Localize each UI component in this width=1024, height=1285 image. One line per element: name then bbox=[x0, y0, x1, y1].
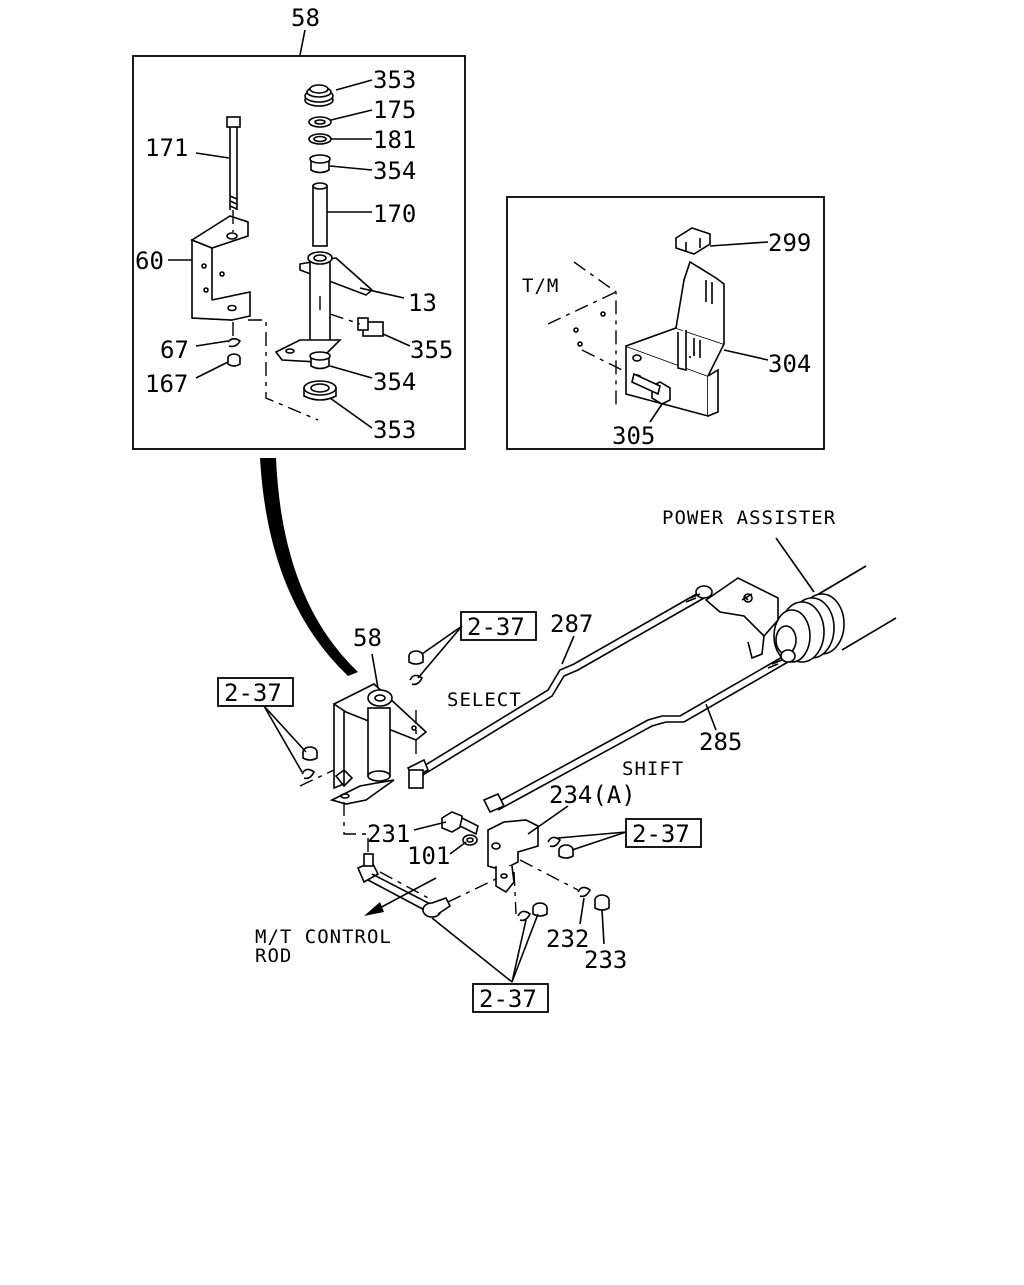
label-305: 305 bbox=[612, 422, 655, 450]
label-58-main: 58 bbox=[353, 624, 382, 652]
clip-lower bbox=[517, 910, 532, 922]
dash-lever-down bbox=[343, 802, 369, 856]
detail-58-frame bbox=[132, 55, 466, 450]
label-355: 355 bbox=[410, 336, 453, 364]
nut-upper-mid bbox=[408, 650, 424, 665]
bolt-171 bbox=[226, 116, 241, 210]
ref-box-1 bbox=[460, 611, 537, 641]
mt-control-label-2: ROD bbox=[255, 945, 292, 967]
nut-upper-left bbox=[302, 746, 318, 761]
nut-233 bbox=[594, 894, 610, 911]
mt-control-label-1: M/T CONTROL bbox=[255, 926, 392, 948]
label-171: 171 bbox=[145, 134, 188, 162]
bushing-354-top bbox=[309, 154, 331, 174]
detail-58-group: 58 bbox=[132, 4, 466, 450]
detail-tm-frame bbox=[506, 196, 825, 450]
ref-box-2 bbox=[217, 677, 294, 707]
ref-label-2: 2-37 bbox=[224, 679, 282, 707]
label-101: 101 bbox=[407, 842, 450, 870]
dash-bottom bbox=[248, 319, 319, 421]
dash-232 bbox=[519, 859, 579, 891]
nut-167 bbox=[227, 353, 241, 367]
select-label: SELECT bbox=[447, 689, 522, 711]
bolt-305 bbox=[631, 372, 671, 405]
label-304: 304 bbox=[768, 350, 811, 378]
clip-299 bbox=[675, 227, 711, 255]
clip-upper-mid bbox=[409, 674, 424, 686]
cable-285 bbox=[482, 649, 796, 814]
ref-box-3 bbox=[625, 818, 702, 848]
label-181: 181 bbox=[373, 126, 416, 154]
dash-pin bbox=[447, 877, 499, 903]
power-assister-bracket bbox=[704, 577, 779, 660]
bushing-354-bottom bbox=[309, 351, 331, 370]
main-assembly: POWER ASSISTER SELECT SHIFT M/T CONTROL … bbox=[217, 507, 897, 1013]
detail-pointer-arrow bbox=[260, 458, 358, 676]
detail-tm-group: T/M 299 bbox=[506, 196, 825, 450]
washer-175 bbox=[308, 116, 332, 128]
ref-label-1: 2-37 bbox=[467, 613, 525, 641]
label-13: 13 bbox=[408, 289, 437, 317]
bolt-231 bbox=[441, 811, 479, 836]
lever-58-main bbox=[329, 683, 428, 805]
clip-232 bbox=[577, 886, 592, 898]
bracket-60 bbox=[190, 215, 251, 321]
label-353-bottom: 353 bbox=[373, 416, 416, 444]
cable-287 bbox=[406, 585, 713, 789]
pipe-170 bbox=[312, 182, 328, 247]
seal-353-top bbox=[304, 84, 334, 107]
dash-pin-down bbox=[513, 871, 517, 915]
clip-upper-left bbox=[301, 768, 316, 780]
clip-67 bbox=[227, 337, 242, 348]
label-353-top: 353 bbox=[373, 66, 416, 94]
ref-label-4: 2-37 bbox=[479, 985, 537, 1013]
dash-upper-left bbox=[299, 769, 335, 787]
label-167: 167 bbox=[145, 370, 188, 398]
nut-right bbox=[558, 844, 574, 859]
label-299: 299 bbox=[768, 229, 811, 257]
tm-caption: T/M bbox=[522, 275, 559, 297]
pin-joint bbox=[422, 897, 452, 918]
washer-101 bbox=[462, 834, 478, 846]
bracket-304 bbox=[625, 260, 726, 418]
nut-lower bbox=[532, 902, 548, 917]
label-67: 67 bbox=[160, 336, 189, 364]
dash-355 bbox=[329, 313, 361, 325]
tm-case-edge bbox=[573, 261, 617, 410]
label-354-top: 354 bbox=[373, 157, 416, 185]
label-287: 287 bbox=[550, 610, 593, 638]
label-60: 60 bbox=[135, 247, 164, 275]
label-170: 170 bbox=[373, 200, 416, 228]
label-175: 175 bbox=[373, 96, 416, 124]
lever-13 bbox=[274, 251, 374, 363]
mt-rod-arrow-line bbox=[375, 877, 437, 911]
label-234a: 234(A) bbox=[549, 781, 636, 809]
shift-label: SHIFT bbox=[622, 758, 684, 780]
bracket-234a bbox=[487, 819, 539, 894]
label-354-bottom: 354 bbox=[373, 368, 416, 396]
mt-rod-arrowhead bbox=[364, 902, 384, 916]
ref-label-3: 2-37 bbox=[632, 820, 690, 848]
seal-353-bottom bbox=[303, 380, 337, 401]
power-assister-leader bbox=[775, 537, 815, 593]
clip-right bbox=[547, 836, 562, 848]
detail-58-title: 58 bbox=[291, 4, 320, 32]
label-231: 231 bbox=[367, 820, 410, 848]
label-285: 285 bbox=[699, 728, 742, 756]
detail-58-leader bbox=[299, 29, 306, 56]
bolt-355 bbox=[357, 317, 384, 337]
power-assister-label: POWER ASSISTER bbox=[662, 507, 836, 529]
label-232: 232 bbox=[546, 925, 589, 953]
ring-181 bbox=[308, 133, 332, 145]
power-assister bbox=[773, 565, 897, 663]
tm-case-edge-2 bbox=[547, 291, 617, 325]
tm-dash-bolt bbox=[581, 349, 631, 375]
label-233: 233 bbox=[584, 946, 627, 974]
dash-rod-end bbox=[379, 871, 433, 901]
ref-box-4 bbox=[472, 983, 549, 1013]
